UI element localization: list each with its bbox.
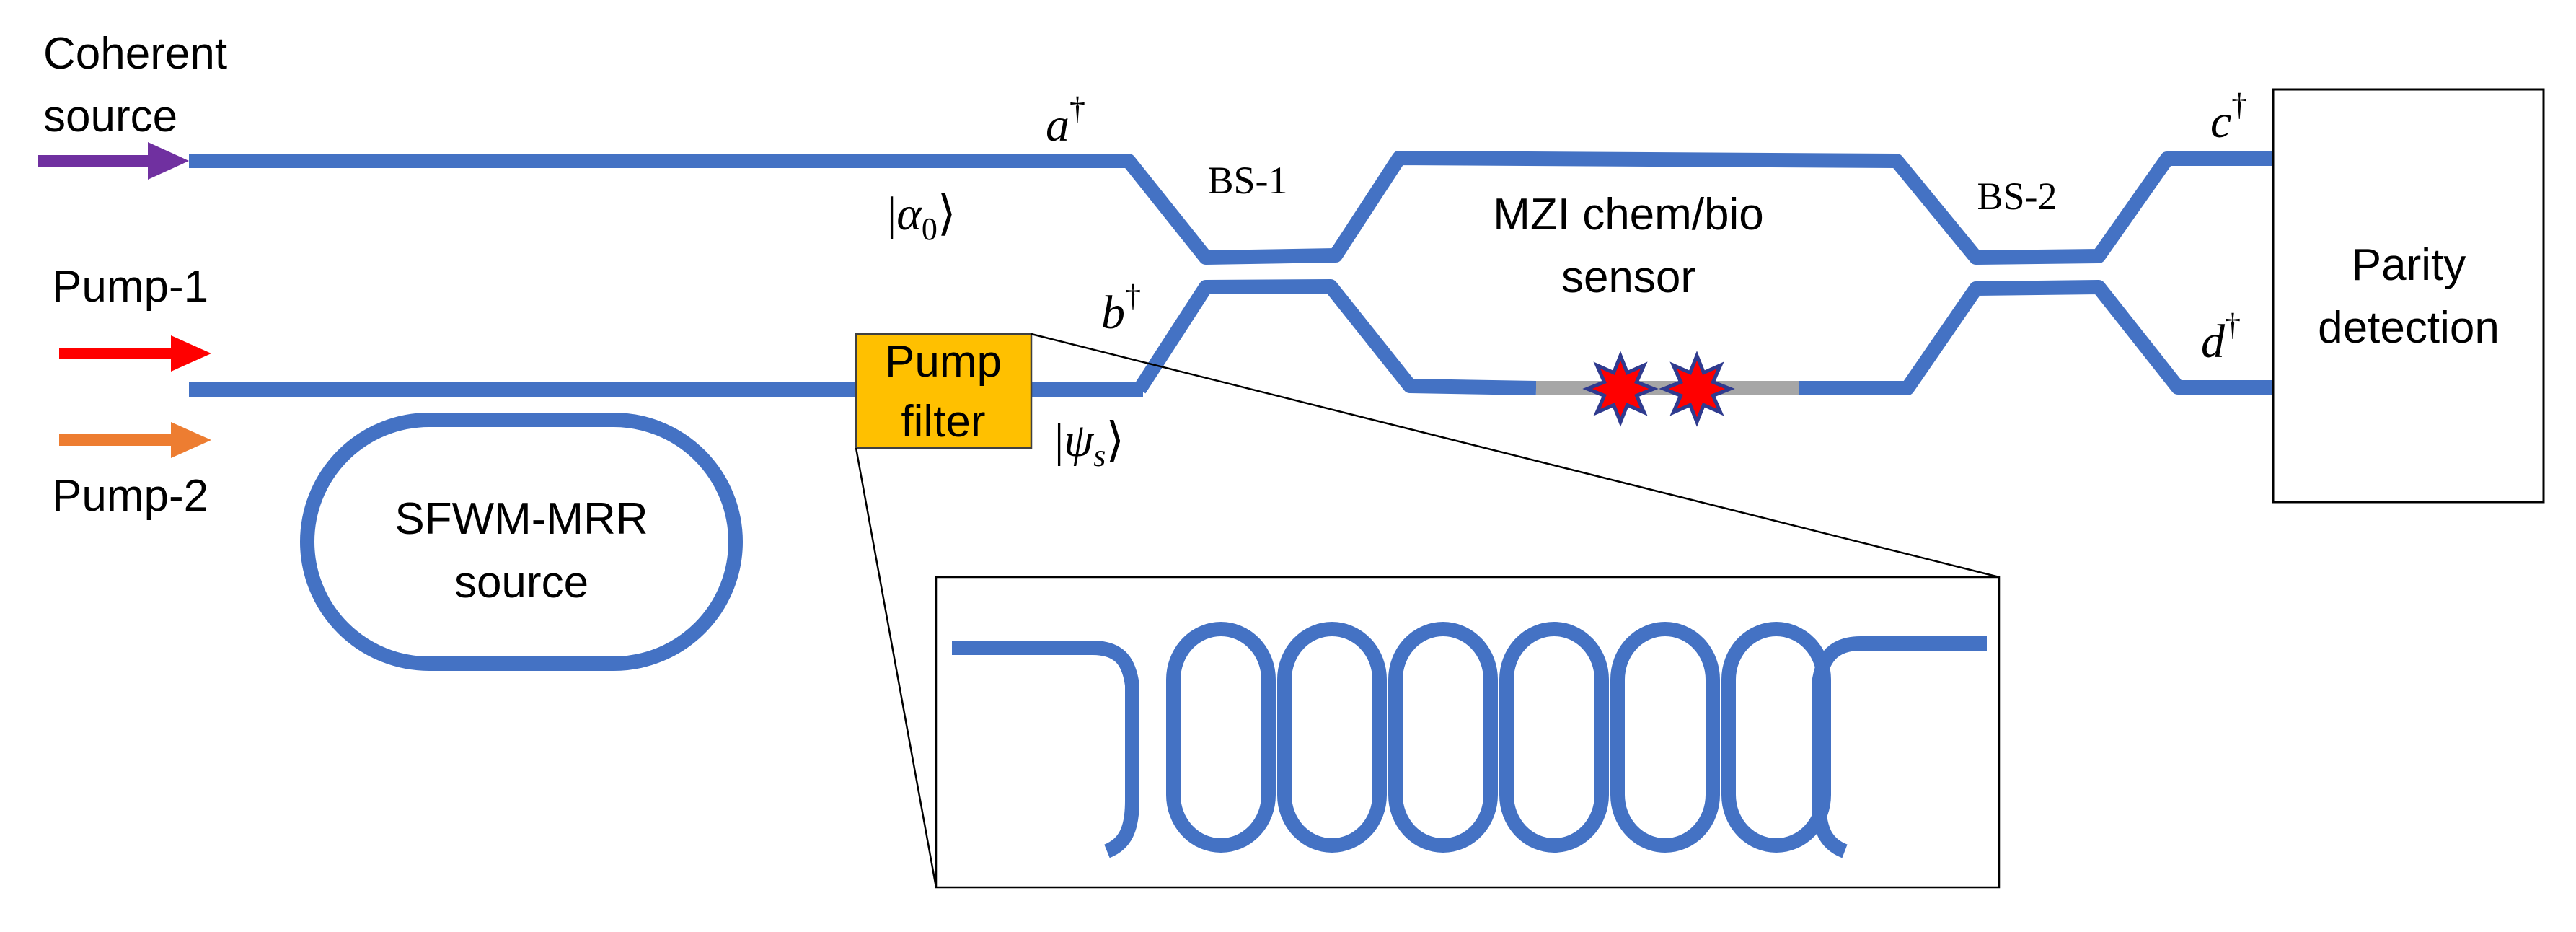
zoom-line-bottom <box>855 447 938 888</box>
filter-inset-ring <box>1610 622 1720 853</box>
psi-state-label: |ψs⟩ <box>1054 414 1124 473</box>
filter-inset-waveguide <box>952 641 1139 858</box>
a-dagger-label: a† <box>1046 91 1085 151</box>
sfwm-ring-resonator <box>300 413 743 671</box>
parity-label-line1: Parity <box>2352 240 2466 290</box>
coherent-source-label-line2: source <box>43 92 177 141</box>
pump-filter-label-line2: filter <box>901 397 985 447</box>
ring-label-line2: source <box>454 558 588 607</box>
mzi-lower-arm-right <box>1799 280 2273 395</box>
bs2-label: BS-2 <box>1977 175 2057 218</box>
pump2-arrow-icon <box>59 422 211 458</box>
mzi-label-line2: sensor <box>1561 252 1695 302</box>
analyte-starburst-icon <box>1659 351 1735 427</box>
mzi-lower-arm-left <box>1133 279 1537 395</box>
pump1-arrow-icon <box>59 335 211 372</box>
d-dagger-label: d† <box>2201 307 2241 368</box>
coherent-arrow-icon <box>38 142 189 180</box>
filter-inset-ring <box>1499 622 1609 853</box>
ring-label-line1: SFWM-MRR <box>394 494 648 544</box>
zoom-line-top <box>1031 333 2000 579</box>
filter-inset-ring <box>1721 622 1831 853</box>
parity-detection-box <box>2272 88 2545 504</box>
parity-label-line2: detection <box>2318 303 2500 353</box>
analyte-starburst-icon <box>1582 351 1659 427</box>
coherent-source-label-line1: Coherent <box>43 29 227 79</box>
pump-filter-box <box>855 333 1033 449</box>
pump2-label: Pump-2 <box>52 471 208 521</box>
c-dagger-label: c† <box>2210 87 2247 148</box>
b-dagger-label: b† <box>1101 278 1141 339</box>
pump1-label: Pump-1 <box>52 262 208 312</box>
pump-filter-label-line1: Pump <box>885 337 1002 387</box>
filter-inset-ring <box>1166 622 1276 853</box>
alpha-state-label: |α0⟩ <box>887 188 956 247</box>
bs1-label: BS-1 <box>1207 159 1287 202</box>
filter-inset-ring <box>1277 622 1387 853</box>
filter-inset-ring <box>1388 622 1498 853</box>
mzi-label-line1: MZI chem/bio <box>1493 190 1764 239</box>
top-waveguide <box>189 151 2273 265</box>
